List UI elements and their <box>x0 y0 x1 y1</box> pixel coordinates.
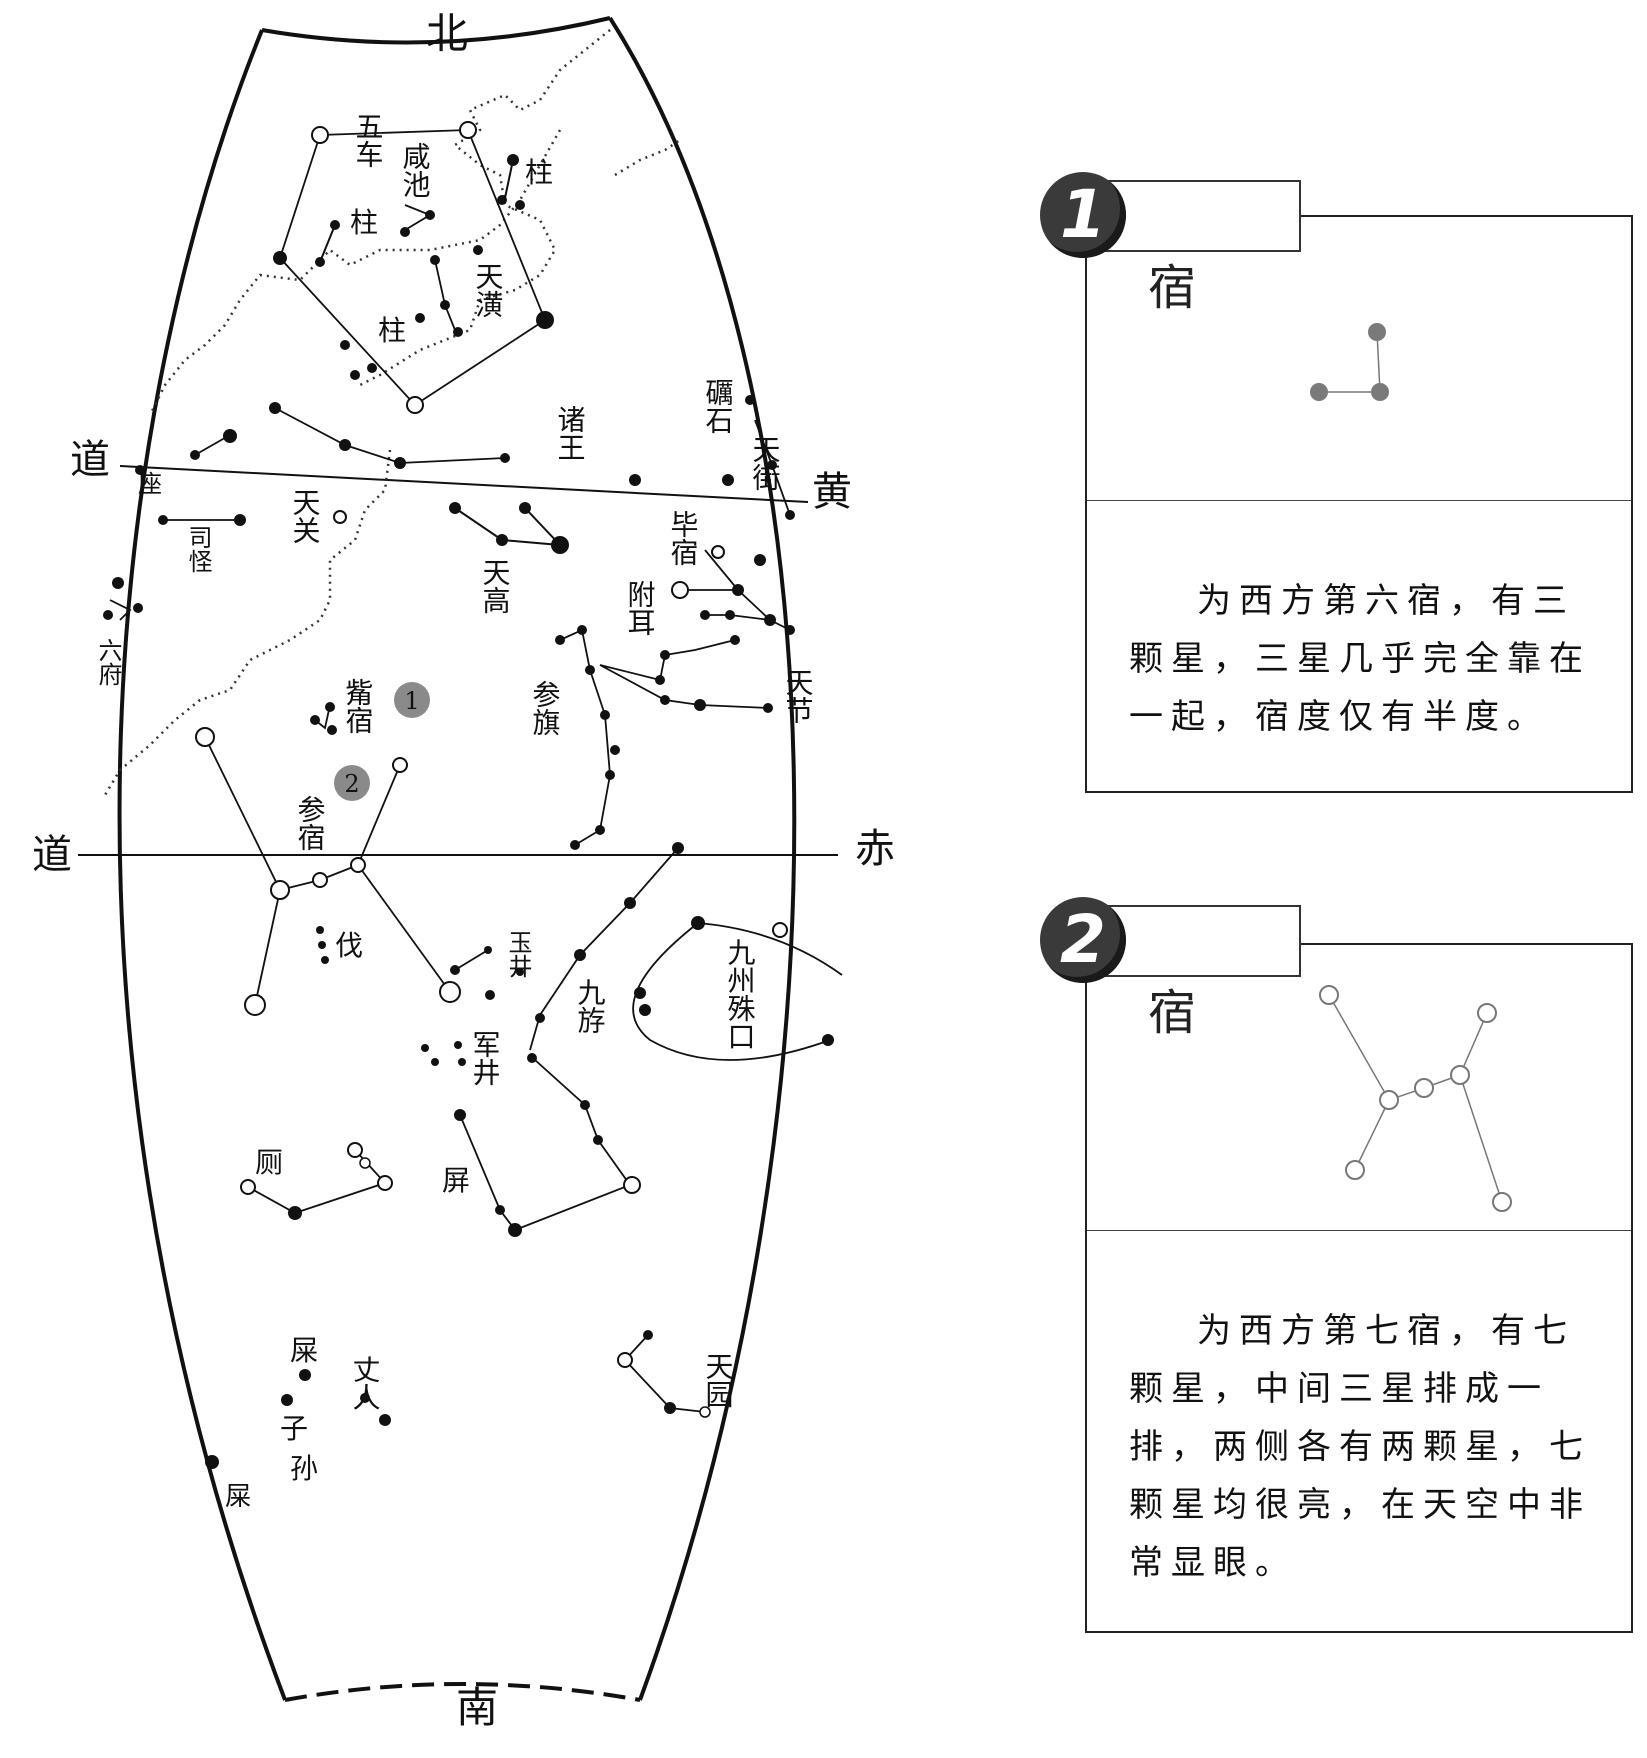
label-tiangao: 天高 <box>479 558 512 614</box>
canxiu-star-2 <box>1477 1003 1497 1023</box>
panel-1-diagram <box>1310 323 1389 401</box>
milky-way-upper-boundary <box>359 29 611 387</box>
label-zhu-lower: 柱 <box>378 314 406 347</box>
label-xianchi: 咸池 <box>399 142 432 198</box>
marker-2 <box>334 765 370 801</box>
panel-1-description: 为西方第六宿，有三颗星，三星几乎完全靠在一起，宿度仅有半度。 <box>1129 581 1591 737</box>
label-tianjie2: 天节 <box>782 668 815 724</box>
marker-1 <box>394 682 430 718</box>
label-jiuzhou: 九州殊口 <box>724 938 757 1050</box>
marker-2-label: 2 <box>344 770 359 798</box>
label-tianyuan: 天园 <box>702 1352 735 1408</box>
panel-2-number-badge: 2 <box>1040 897 1126 983</box>
label-tianguan: 天关 <box>289 488 322 544</box>
label-tianjie: 天街 <box>749 435 782 491</box>
wuche-lines <box>278 129 547 407</box>
label-junjing: 军井 <box>469 1030 502 1086</box>
star-map: 1 2 北 南 道 道 黄 赤 五车 咸池 柱 柱 天潢 柱 诸王 礪石 天街 … <box>32 9 895 1732</box>
canxiu-star-6 <box>1345 1160 1365 1180</box>
label-canxiu: 参宿 <box>294 795 327 851</box>
map-frame-left <box>117 29 287 1701</box>
label-wuche: 五车 <box>352 112 385 168</box>
label-fuer: 附耳 <box>624 580 657 636</box>
label-zhangren: 丈人 <box>349 1355 382 1411</box>
dao-upper-label: 道 <box>70 437 110 483</box>
label-yujing: 玉井 <box>504 930 532 978</box>
map-frame-bottom <box>284 1682 641 1702</box>
milky-way-corner <box>614 138 681 177</box>
map-frame-top <box>261 16 611 45</box>
label-fa: 伐 <box>335 929 363 962</box>
zuixiu-star-right <box>1371 383 1389 401</box>
panel-2-diagram <box>1319 985 1512 1212</box>
label-shi: 屎 <box>290 1334 318 1367</box>
panel-1-box: 为西方第六宿，有三颗星，三星几乎完全靠在一起，宿度仅有半度。 <box>1085 215 1633 793</box>
canxiu-star-7 <box>1492 1192 1512 1212</box>
dao-lower-label: 道 <box>32 832 72 878</box>
panel-1-number-badge: 1 <box>1040 172 1126 258</box>
label-tianhuang: 天潢 <box>472 262 505 318</box>
panel-2-divider <box>1087 1230 1631 1231</box>
label-zhu-left: 柱 <box>350 206 378 239</box>
chi-label: 赤 <box>855 826 895 872</box>
milky-way-lower-boundary <box>148 129 562 416</box>
panel-2-description: 为西方第七宿，有七颗星，中间三星排成一排，两侧各有两颗星，七颗星均很亮，在天空中… <box>1129 1311 1591 1583</box>
panel-1-divider <box>1087 500 1631 501</box>
label-liufu: 六府 <box>94 638 122 686</box>
label-zhuwang: 诸王 <box>554 405 587 461</box>
label-zi: 子 <box>280 1412 308 1445</box>
panel-2-box: 为西方第七宿，有七颗星，中间三星排成一排，两侧各有两颗星，七颗星均很亮，在天空中… <box>1085 943 1633 1633</box>
milky-way-side-boundary <box>103 449 392 796</box>
label-zuixiu: 觜宿 <box>342 678 375 734</box>
canxiu-star-1 <box>1319 985 1339 1005</box>
canxiu-star-3 <box>1379 1090 1399 1110</box>
label-sun: 孙 <box>290 1452 318 1485</box>
label-siguai: 司怪 <box>184 525 212 573</box>
north-label: 北 <box>426 9 468 58</box>
label-bixiu: 毕宿 <box>667 510 700 566</box>
label-zhu-right: 柱 <box>525 156 553 189</box>
ecliptic-line <box>119 465 809 503</box>
marker-1-label: 1 <box>404 687 419 715</box>
label-ce: 厕 <box>255 1146 283 1179</box>
canxiu-star-5 <box>1450 1065 1470 1085</box>
label-lishi: 礪石 <box>702 378 735 434</box>
label-canqi: 参旗 <box>529 680 562 736</box>
canxiu-star-4 <box>1414 1078 1434 1098</box>
label-zuo: 座 <box>138 470 162 498</box>
label-sun-lower: 屎 <box>225 1482 251 1512</box>
label-jiuyou: 九斿 <box>574 978 607 1034</box>
huang-label: 黄 <box>812 469 852 515</box>
map-frame-right <box>608 16 797 1701</box>
south-label: 南 <box>456 1683 498 1732</box>
zuixiu-star-top <box>1368 323 1386 341</box>
label-ping: 屏 <box>442 1164 470 1197</box>
zuixiu-star-left <box>1310 383 1328 401</box>
